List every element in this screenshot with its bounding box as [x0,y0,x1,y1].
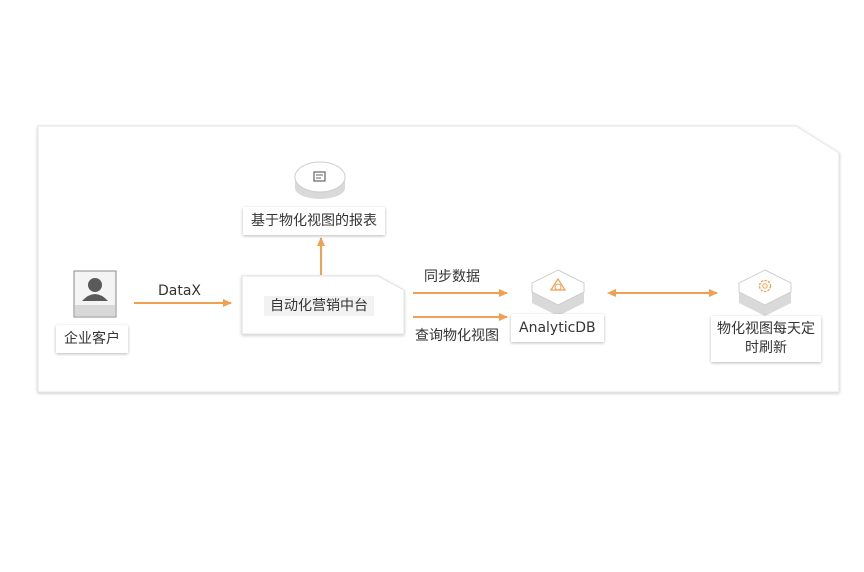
report-label: 基于物化视图的报表 [243,207,385,235]
edge-label-sync-data: 同步数据 [424,269,480,285]
refresh-label: 物化视图每天定时刷新 [711,316,821,362]
edge-label-query-view: 查询物化视图 [415,328,499,344]
edge-label-datax: DataX [158,283,202,299]
analyticdb-label: AnalyticDB [511,314,604,342]
marketing-platform-label: 自动化营销中台 [264,296,374,316]
enterprise-customer-label: 企业客户 [56,325,128,353]
diagram-frame [37,125,840,393]
analyticdb-icon [530,269,586,316]
report-icon [294,161,346,199]
user-icon [73,270,117,318]
marketing-platform-node: 自动化营销中台 [242,276,404,334]
refresh-gear-icon [738,269,792,316]
